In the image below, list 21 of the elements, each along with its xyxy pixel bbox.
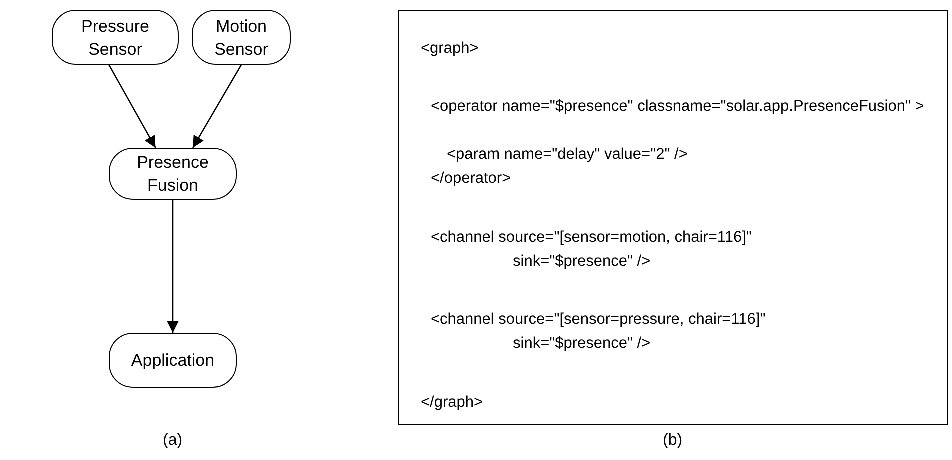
process-box bbox=[52, 10, 179, 65]
code-line: </operator> bbox=[431, 169, 512, 189]
panel-caption: (a) bbox=[163, 432, 183, 450]
arrow bbox=[108, 64, 156, 148]
arrow bbox=[167, 200, 179, 333]
code-line: <channel source="[sensor=motion, chair=116]" sink="$presence" /> bbox=[431, 228, 753, 272]
process-box bbox=[109, 148, 237, 200]
code-line: <operator name="$presence" classname="solar.app.PresenceFusion" > bbox=[431, 97, 926, 117]
code-line: <graph> bbox=[421, 39, 480, 59]
code-line: </graph> bbox=[421, 393, 484, 413]
node-label: Pressure Sensor bbox=[80, 16, 151, 60]
code-line: <param name="delay" value="2" /> bbox=[447, 145, 689, 165]
panel-caption: (b) bbox=[663, 432, 683, 450]
node-label: Application bbox=[131, 350, 215, 372]
arrow bbox=[192, 64, 242, 148]
code-listing-box bbox=[398, 10, 948, 425]
node-label: Motion Sensor bbox=[214, 16, 270, 60]
code-line: <channel source="[sensor=pressure, chair=116]" sink="$presence" /> bbox=[431, 310, 767, 354]
process-box bbox=[109, 333, 237, 388]
node-label: Presence Fusion bbox=[136, 152, 210, 197]
process-box bbox=[192, 10, 291, 65]
